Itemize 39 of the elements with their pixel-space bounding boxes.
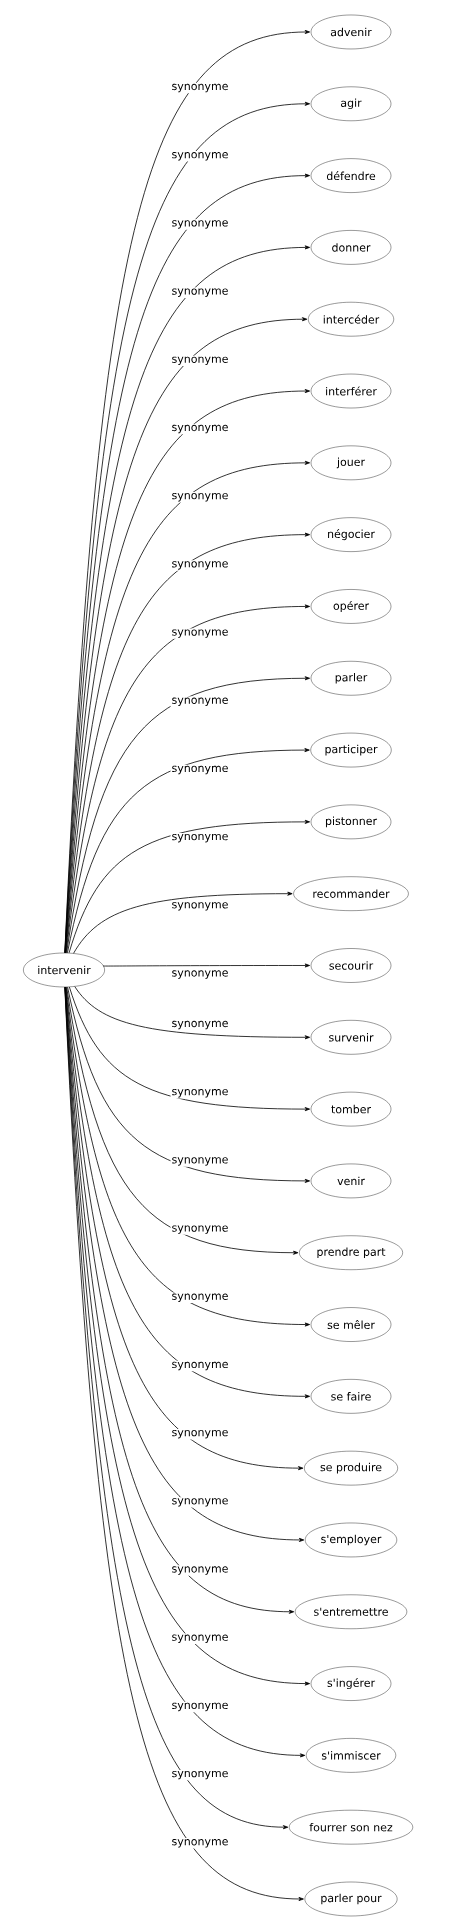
arrow	[65, 986, 310, 1399]
edge-label: synonyme	[170, 1156, 230, 1167]
edge-label: synonyme	[170, 901, 230, 912]
edge-label: synonyme	[170, 1633, 230, 1644]
edge-label: synonyme	[170, 764, 230, 776]
edge-label: synonyme	[170, 219, 230, 230]
edge-label: synonyme	[170, 1360, 230, 1372]
arrow	[68, 819, 310, 954]
edge-label: synonyme	[170, 969, 230, 980]
edge-label: synonyme	[170, 287, 230, 298]
edge-label: synonyme	[170, 696, 230, 708]
edge-label: synonyme	[170, 1838, 230, 1849]
arrow	[66, 986, 299, 1255]
edge-label: synonyme	[170, 1429, 230, 1440]
arrow	[67, 748, 310, 954]
edge-label: synonyme	[170, 1769, 230, 1781]
arrow	[66, 676, 310, 954]
edge-label: synonyme	[170, 423, 230, 435]
arrow	[103, 963, 310, 968]
edge-label: synonyme	[170, 1565, 230, 1576]
edge-label: synonyme	[170, 628, 230, 639]
edge-label: synonyme	[170, 151, 230, 162]
arrow	[73, 891, 293, 954]
edge-label: synonyme	[170, 492, 230, 503]
edge-label: synonyme	[170, 1088, 230, 1099]
edge-label: synonyme	[170, 1701, 230, 1713]
edge-label: synonyme	[170, 1224, 230, 1235]
edge-label: synonyme	[170, 82, 230, 94]
edge-label: synonyme	[170, 1292, 230, 1304]
edge-label: synonyme	[170, 832, 230, 844]
arrow	[65, 604, 310, 954]
arrow	[65, 986, 310, 1327]
arrow	[74, 986, 310, 1040]
arrow	[67, 986, 310, 1183]
arrow	[68, 986, 310, 1112]
edge-label: synonyme	[170, 355, 230, 367]
edge-label: synonyme	[170, 560, 230, 571]
edge-label: synonyme	[170, 1497, 230, 1508]
edge-label: synonyme	[170, 1019, 230, 1031]
